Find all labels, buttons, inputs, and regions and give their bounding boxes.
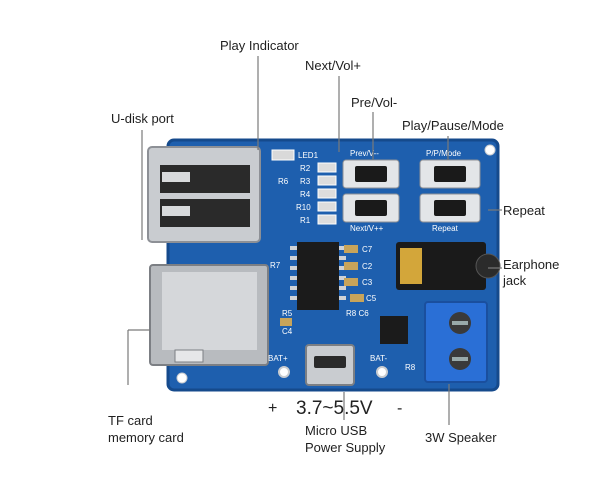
amplifier-chip	[380, 316, 408, 344]
silk-r7: R7	[270, 261, 281, 270]
button-prev-vol	[342, 159, 400, 189]
main-ic-chip	[290, 242, 346, 310]
micro-usb-port	[305, 344, 355, 386]
earphone-jack	[396, 242, 501, 290]
bat-plus-pad	[278, 366, 290, 378]
silk-repeat-button: Repeat	[432, 224, 459, 233]
label-earphone-line1: Earphone	[503, 257, 560, 272]
silk-prev-button: Prev/V--	[350, 149, 379, 158]
label-u-disk-port: U-disk port	[111, 111, 174, 126]
label-plus: +	[268, 400, 278, 417]
label-tf-card-line2: memory card	[108, 430, 184, 445]
label-tf-card-line1: TF card	[108, 413, 153, 428]
label-micro-usb-line1: Micro USB	[305, 423, 368, 438]
label-play-pause-mode: Play/Pause/Mode	[402, 118, 504, 133]
silk-c2: C2	[362, 262, 373, 271]
label-minus: -	[397, 400, 403, 417]
tf-card-slot	[149, 264, 269, 366]
leader-lines	[127, 56, 502, 425]
label-speaker: 3W Speaker	[425, 430, 497, 445]
label-prev-vol-down: Pre/Vol-	[351, 95, 398, 110]
bat-minus-pad	[376, 366, 388, 378]
label-micro-usb-line2: Power Supply	[305, 440, 386, 455]
silk-c4: C4	[282, 327, 293, 336]
silk-r5: R5	[282, 309, 293, 318]
silk-c3: C3	[362, 278, 373, 287]
button-play-pause-mode	[419, 159, 481, 189]
silk-r6: R6	[278, 177, 289, 186]
button-next-vol	[342, 193, 400, 223]
silk-bat-minus: BAT-	[370, 354, 388, 363]
label-next-vol-up: Next/Vol+	[305, 58, 362, 73]
silk-r1: R1	[300, 216, 311, 225]
silk-r8: R8	[405, 363, 416, 372]
label-voltage: 3.7~5.5V	[296, 398, 373, 419]
silk-r2: R2	[300, 164, 311, 173]
silk-r3: R3	[300, 177, 311, 186]
silk-pp-button: P/P/Mode	[426, 149, 462, 158]
mount-hole	[484, 144, 496, 156]
label-earphone-line2: jack	[503, 273, 527, 288]
button-repeat	[419, 193, 481, 223]
silk-c7: C7	[362, 245, 373, 254]
silk-r10: R10	[296, 203, 311, 212]
speaker-terminal	[424, 301, 488, 383]
silk-r4: R4	[300, 190, 311, 199]
silk-next-button: Next/V++	[350, 224, 384, 233]
silk-c5: C5	[366, 294, 377, 303]
silk-led1: LED1	[298, 151, 319, 160]
silk-bat-plus: BAT+	[268, 354, 288, 363]
silk-r8c6: R8 C6	[346, 309, 369, 318]
label-repeat: Repeat	[503, 203, 545, 218]
usb-a-port	[147, 146, 261, 243]
mount-hole	[176, 372, 188, 384]
label-play-indicator: Play Indicator	[220, 38, 299, 53]
